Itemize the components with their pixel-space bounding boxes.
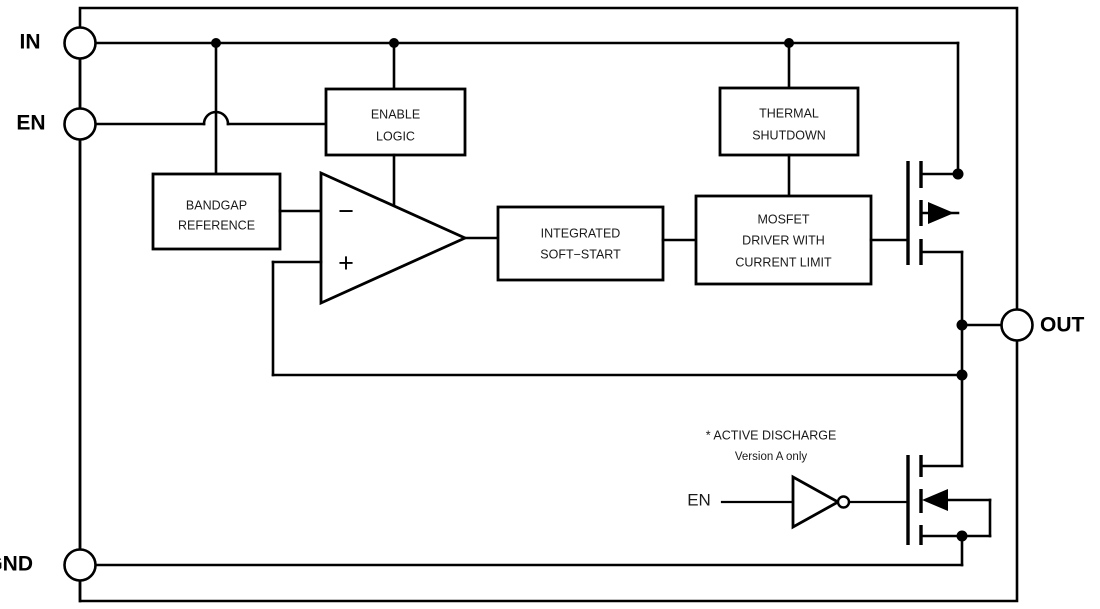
- block-mosfet-driver-line3: CURRENT LIMIT: [735, 255, 832, 269]
- block-mosfet-driver[interactable]: MOSFET DRIVER WITH CURRENT LIMIT: [694, 194, 873, 286]
- block-bandgap-reference[interactable]: BANDGAP REFERENCE: [151, 172, 282, 251]
- block-enable-logic-line2: LOGIC: [376, 129, 415, 143]
- pin-label-en: EN: [16, 112, 45, 135]
- active-discharge-annotation: * ACTIVE DISCHARGE Version A only: [706, 428, 837, 463]
- pin-en[interactable]: EN: [16, 107, 97, 141]
- inverter-bubble-icon: [836, 495, 851, 509]
- junction-dot-out: [956, 319, 968, 331]
- block-enable-logic[interactable]: ENABLE LOGIC: [324, 87, 467, 157]
- error-amplifier[interactable]: − +: [319, 170, 469, 306]
- pin-label-gnd: GND: [0, 553, 33, 576]
- junction-dot-in-thermal: [784, 38, 794, 48]
- block-bandgap-reference-line1: BANDGAP: [186, 198, 247, 212]
- pin-circle-en[interactable]: [63, 107, 97, 141]
- pmos-body-arrow: [928, 202, 954, 224]
- pin-out[interactable]: OUT: [1000, 308, 1085, 342]
- active-discharge-subtitle: Version A only: [735, 451, 807, 463]
- pin-circle-in[interactable]: [63, 26, 97, 60]
- chip-boundary: [78, 6, 1019, 603]
- pass-pmos-transistor[interactable]: [906, 161, 964, 327]
- block-bandgap-reference-line2: REFERENCE: [178, 218, 255, 232]
- discharge-inverter[interactable]: [720, 474, 910, 530]
- pin-label-out: OUT: [1040, 314, 1085, 337]
- block-soft-start-line2: SOFT−START: [540, 247, 621, 261]
- block-thermal-shutdown-line1: THERMAL: [759, 106, 819, 120]
- block-enable-logic-line1: ENABLE: [371, 107, 420, 121]
- pin-circle-gnd[interactable]: [63, 548, 97, 582]
- en-signal-rail: [78, 110, 328, 126]
- junction-dot-nmos-source: [956, 530, 968, 542]
- block-mosfet-driver-line1: MOSFET: [757, 212, 809, 226]
- junction-dot-in-enable: [389, 38, 399, 48]
- pin-gnd[interactable]: GND: [0, 548, 97, 582]
- pin-label-in: IN: [20, 31, 41, 54]
- pin-in[interactable]: IN: [20, 26, 97, 60]
- in-supply-rail: [78, 38, 960, 180]
- out-net: [956, 319, 1019, 468]
- discharge-nmos-transistor[interactable]: [906, 455, 992, 567]
- junction-dot-pmos-drain: [952, 168, 964, 180]
- pin-circle-out[interactable]: [1000, 308, 1034, 342]
- active-discharge-title: * ACTIVE DISCHARGE: [706, 428, 837, 442]
- block-soft-start-line1: INTEGRATED: [541, 226, 621, 240]
- block-thermal-shutdown-line2: SHUTDOWN: [752, 128, 826, 142]
- block-mosfet-driver-line2: DRIVER WITH: [742, 233, 825, 247]
- discharge-en-label: EN: [687, 490, 711, 509]
- block-integrated-soft-start[interactable]: INTEGRATED SOFT−START: [496, 205, 665, 282]
- nmos-body-arrow: [922, 489, 948, 511]
- junction-dot-in-bandgap: [211, 38, 221, 48]
- amp-minus-input-sign: −: [338, 196, 354, 226]
- amp-plus-input-sign: +: [338, 248, 354, 278]
- block-thermal-shutdown[interactable]: THERMAL SHUTDOWN: [718, 86, 860, 157]
